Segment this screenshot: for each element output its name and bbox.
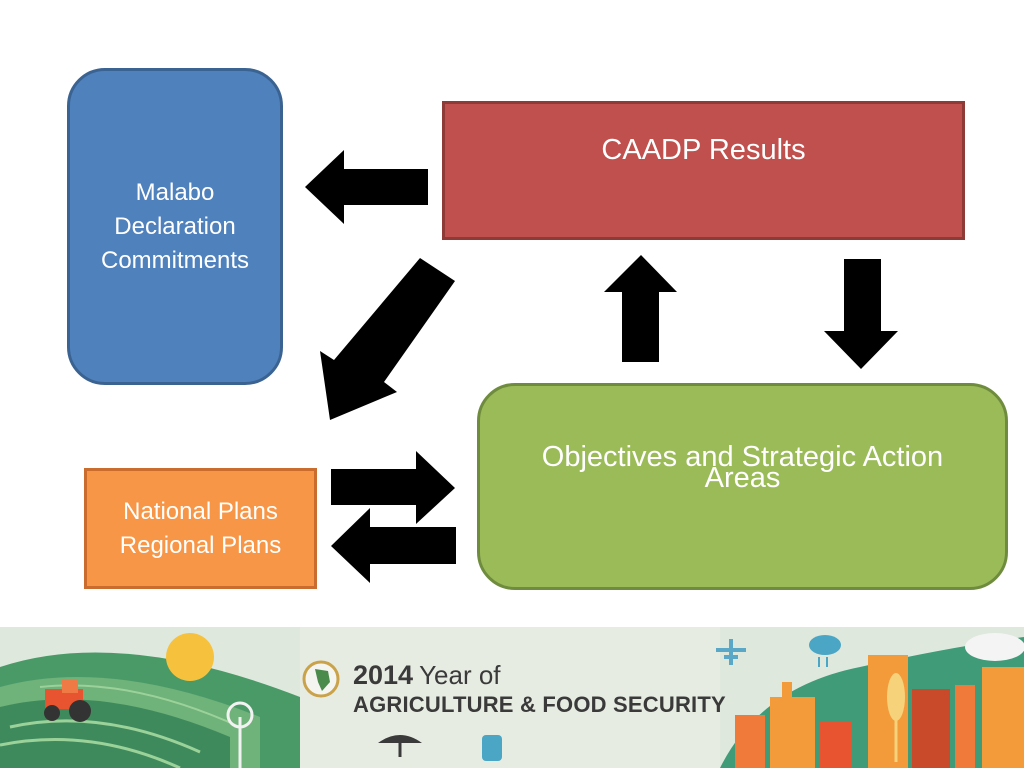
arrow-objectives-to-plans <box>331 508 456 583</box>
node-label: Declaration <box>114 212 236 240</box>
train-icon <box>482 735 502 761</box>
arrow-caadp-to-objectives <box>824 259 898 369</box>
banner-year-suffix: Year of <box>419 660 501 690</box>
node-objectives: Objectives and Strategic Action Areas <box>477 383 1008 590</box>
arrow-objectives-to-caadp <box>604 255 677 362</box>
factory-icon <box>720 633 1024 768</box>
arrow-caadp-to-malabo <box>305 150 428 224</box>
banner-illustration <box>0 627 1024 768</box>
africa-logo-icon <box>302 660 340 698</box>
node-caadp-results: CAADP Results <box>442 101 965 240</box>
arrow-plans-to-objectives <box>331 451 455 524</box>
node-label: Malabo <box>135 178 215 206</box>
node-label: National Plans <box>123 497 278 525</box>
banner-year: 2014 <box>353 660 414 690</box>
tree-icon <box>378 735 422 757</box>
banner-title: 2014 Year of AGRICULTURE & FOOD SECURITY <box>353 660 726 718</box>
node-label: Areas <box>704 461 781 494</box>
node-malabo-declaration: Malabo Declaration Commitments <box>67 68 283 385</box>
tractor-icon <box>44 679 91 722</box>
arrow-caadp-to-plans <box>320 258 455 420</box>
banner-subtitle: AGRICULTURE & FOOD SECURITY <box>353 692 726 717</box>
node-national-regional-plans: National Plans Regional Plans <box>84 468 317 589</box>
node-label: Commitments <box>100 246 250 274</box>
cloud-icon <box>809 635 841 667</box>
node-label: CAADP Results <box>601 134 806 166</box>
node-label: Regional Plans <box>119 531 282 559</box>
sun-icon <box>166 633 214 681</box>
wheat-icon <box>887 673 905 762</box>
windmill-icon <box>226 701 254 768</box>
airplane-icon <box>716 639 746 665</box>
connector-arrows <box>305 150 898 583</box>
node-label: Objectives and Strategic Action <box>541 440 944 473</box>
